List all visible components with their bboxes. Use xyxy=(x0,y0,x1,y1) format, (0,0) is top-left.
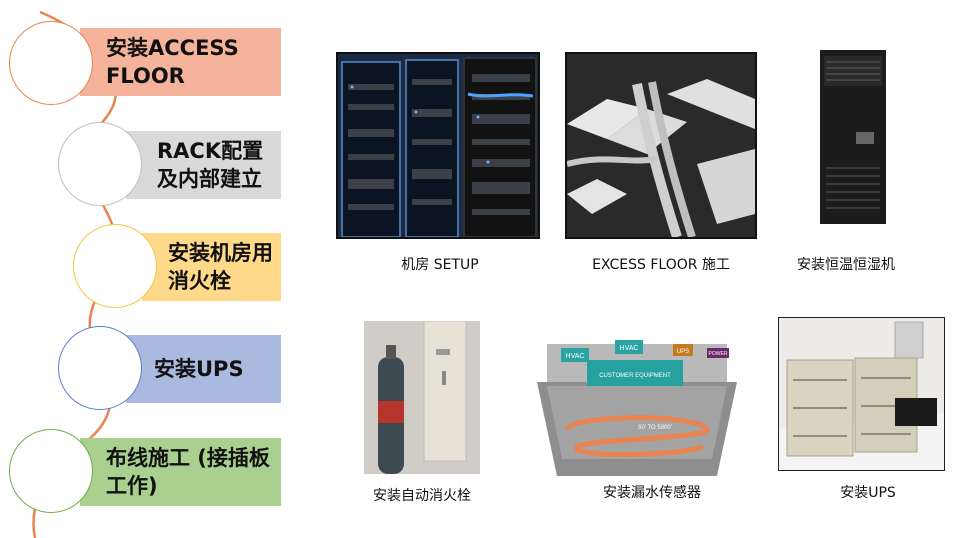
photo-caption: 安装恒温恒湿机 xyxy=(797,257,895,273)
distance-label: 50' TO 5000' xyxy=(638,425,672,431)
raised-floor-image xyxy=(567,54,755,237)
step-bar-rack: RACK配置及内部建立 xyxy=(126,131,281,199)
server-racks-image xyxy=(338,54,538,237)
step-circle xyxy=(58,122,142,206)
ups-label: UPS xyxy=(677,349,689,355)
gas-cylinder-image xyxy=(364,321,480,474)
step-label: RACK配置及内部建立 xyxy=(157,139,264,191)
photo-caption: 安装漏水传感器 xyxy=(603,485,701,501)
leak-sensor-image: HVAC HVAC UPS POWER CUSTOMER EQUIPMENT 5… xyxy=(537,340,737,476)
leak-sensor-diagram: HVAC HVAC UPS POWER CUSTOMER EQUIPMENT 5… xyxy=(537,334,737,476)
step-circle xyxy=(9,21,93,105)
step-circle xyxy=(9,429,93,513)
photo-caption: 机房 SETUP xyxy=(401,257,479,273)
ups-photo xyxy=(778,317,945,471)
hvac-label-2: HVAC xyxy=(620,345,639,352)
step-label: 安装ACCESS FLOOR xyxy=(106,36,239,88)
step-bar-cabling: 布线施工 (接插板 工作) xyxy=(80,438,281,506)
photo-caption: EXCESS FLOOR 施工 xyxy=(592,257,730,273)
step-label: 布线施工 (接插板 工作) xyxy=(106,446,270,498)
hvac-label-1: HVAC xyxy=(566,353,585,360)
ups-battery-image xyxy=(779,318,944,470)
step-label: 安装UPS xyxy=(154,357,244,381)
power-label: POWER xyxy=(709,351,728,357)
server-room-photo xyxy=(336,52,540,239)
ac-unit-image xyxy=(820,50,886,224)
photo-caption: 安装UPS xyxy=(840,485,896,501)
step-label: 安装机房用消火栓 xyxy=(168,241,273,293)
step-bar-ups: 安装UPS xyxy=(126,335,281,403)
step-circle xyxy=(58,326,142,410)
fire-extinguisher-photo xyxy=(364,321,480,474)
access-floor-photo xyxy=(565,52,757,239)
step-bar-access-floor: 安装ACCESS FLOOR xyxy=(80,28,281,96)
step-bar-hydrant: 安装机房用消火栓 xyxy=(142,233,281,301)
precision-ac-photo xyxy=(816,48,890,226)
equipment-label: CUSTOMER EQUIPMENT xyxy=(599,373,671,379)
step-circle xyxy=(73,224,157,308)
photo-caption: 安装自动消火栓 xyxy=(373,488,471,504)
